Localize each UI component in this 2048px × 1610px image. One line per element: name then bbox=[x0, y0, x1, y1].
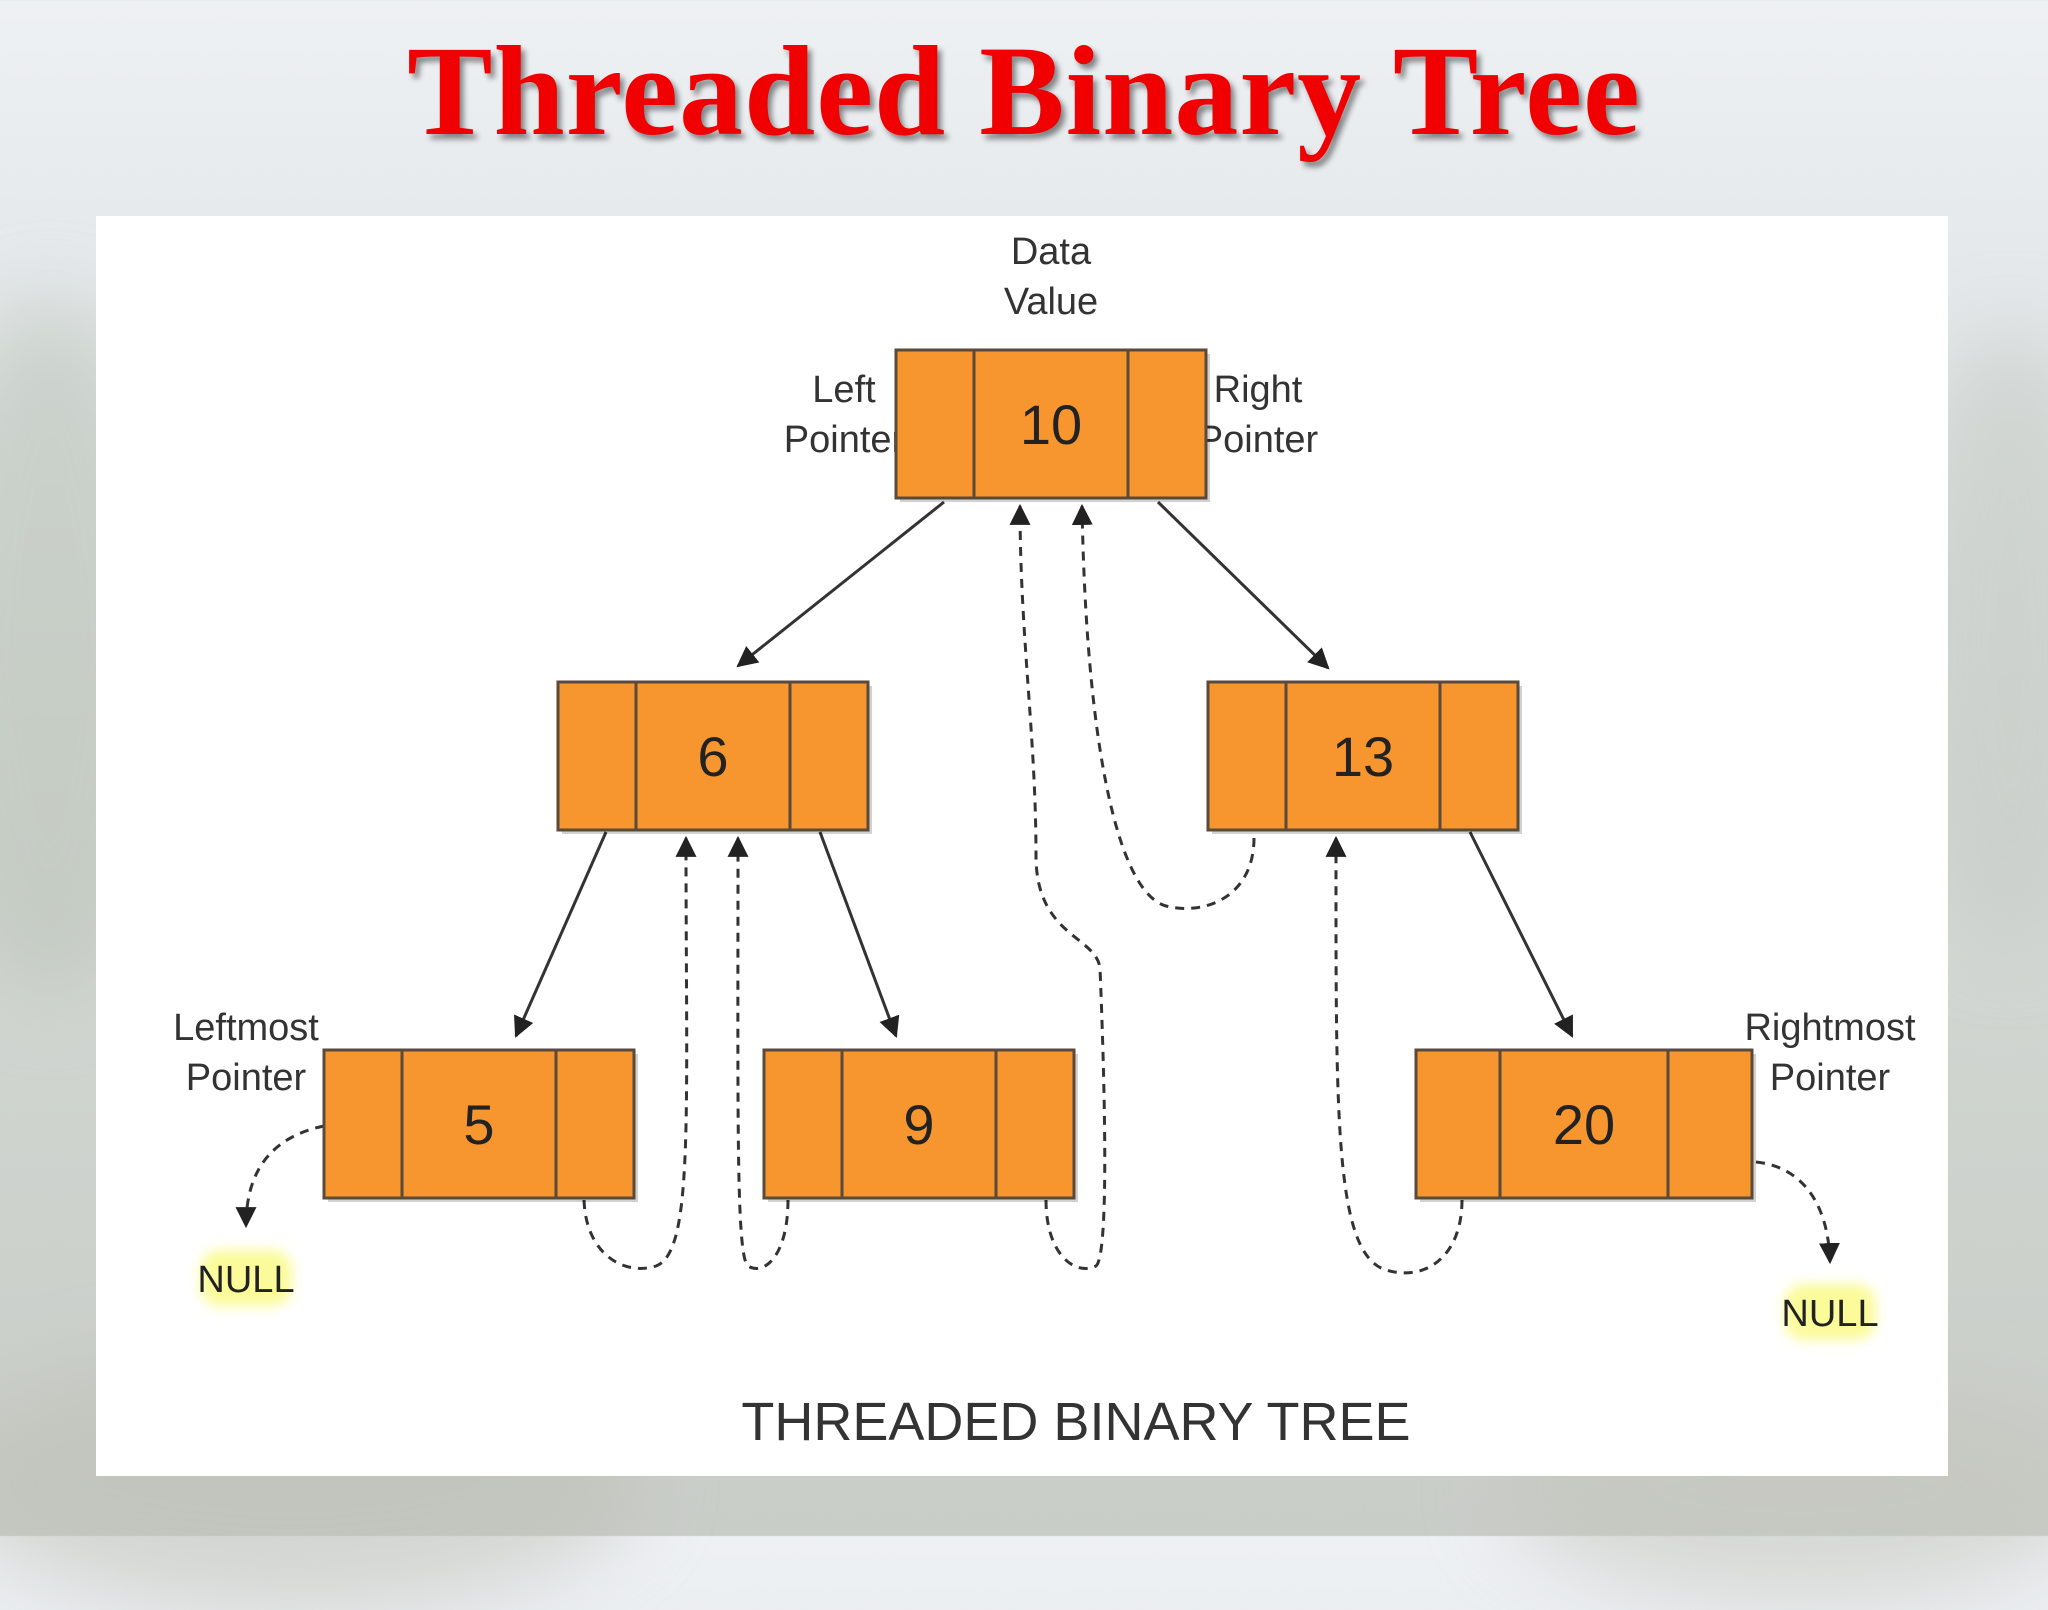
link-6-to-5 bbox=[514, 831, 608, 1038]
left-pointer-annotation: Left Pointer bbox=[784, 369, 905, 461]
threaded-tree-diagram: Data Value Left Pointer Right Pointer Le… bbox=[173, 231, 1916, 1452]
right-pointer-label-line1: Right bbox=[1214, 369, 1303, 411]
leftmost-pointer-annotation: Leftmost Pointer bbox=[173, 1007, 319, 1099]
node-value: 13 bbox=[1332, 725, 1394, 788]
data-value-label-line1: Data bbox=[1011, 231, 1092, 273]
left-pointer-cell bbox=[1206, 680, 1288, 832]
diagram-panel: Data Value Left Pointer Right Pointer Le… bbox=[96, 216, 1948, 1476]
thread-9-left-to-6 bbox=[727, 835, 790, 1270]
thread-links bbox=[235, 503, 1840, 1275]
right-pointer-cell bbox=[1666, 1048, 1754, 1200]
thread-20-to-13 bbox=[1325, 835, 1464, 1275]
right-pointer-label-line2: Pointer bbox=[1198, 419, 1319, 461]
data-value-annotation: Data Value bbox=[1004, 231, 1098, 323]
thread-5-to-6 bbox=[582, 835, 697, 1270]
data-cell bbox=[1498, 1048, 1670, 1200]
node-value: 5 bbox=[463, 1093, 494, 1156]
null-label-right-group: NULL bbox=[1781, 1284, 1879, 1340]
child-links bbox=[514, 500, 1574, 1038]
node-value: 20 bbox=[1553, 1093, 1615, 1156]
tree-node-5: 5 bbox=[322, 1048, 638, 1202]
right-pointer-cell bbox=[994, 1048, 1076, 1200]
link-10-to-6 bbox=[736, 500, 945, 668]
null-highlight bbox=[1784, 1284, 1876, 1340]
tree-node-10: 10 bbox=[894, 348, 1210, 502]
left-pointer-cell bbox=[322, 1048, 404, 1200]
rightmost-pointer-label-line1: Rightmost bbox=[1744, 1007, 1915, 1049]
link-10-to-13 bbox=[1156, 500, 1330, 670]
tree-node-20: 20 bbox=[1414, 1048, 1756, 1202]
node-value: 10 bbox=[1020, 393, 1082, 456]
tree-nodes: 10 6 13 5 9 20 bbox=[322, 348, 1756, 1202]
left-pointer-cell bbox=[556, 680, 638, 832]
right-pointer-cell bbox=[788, 680, 870, 832]
tree-node-6: 6 bbox=[556, 680, 872, 834]
left-pointer-label-line1: Left bbox=[812, 369, 876, 411]
null-label-left: NULL bbox=[197, 1259, 294, 1301]
tree-node-9: 9 bbox=[762, 1048, 1078, 1202]
link-6-to-9 bbox=[818, 831, 900, 1038]
thread-5-to-null bbox=[235, 1124, 325, 1229]
right-pointer-cell bbox=[554, 1048, 636, 1200]
right-pointer-annotation: Right Pointer bbox=[1198, 369, 1319, 461]
left-pointer-cell bbox=[1414, 1048, 1502, 1200]
thread-13-to-10 bbox=[1071, 503, 1256, 910]
data-value-label-line2: Value bbox=[1004, 281, 1098, 323]
rightmost-pointer-label-line2: Pointer bbox=[1770, 1057, 1891, 1099]
link-13-to-20 bbox=[1468, 831, 1574, 1038]
left-pointer-cell bbox=[894, 348, 976, 500]
slide-title: Threaded Binary Tree bbox=[407, 20, 1641, 162]
node-value: 6 bbox=[697, 725, 728, 788]
leftmost-pointer-label-line1: Leftmost bbox=[173, 1007, 319, 1049]
null-label-left-group: NULL bbox=[197, 1250, 295, 1306]
right-pointer-cell bbox=[1126, 348, 1208, 500]
null-highlight bbox=[200, 1250, 292, 1306]
diagram-caption: THREADED BINARY TREE bbox=[741, 1392, 1410, 1452]
node-value: 9 bbox=[903, 1093, 934, 1156]
thread-9-right-to-10 bbox=[1009, 503, 1107, 1270]
null-label-right: NULL bbox=[1781, 1293, 1878, 1335]
leftmost-pointer-label-line2: Pointer bbox=[186, 1057, 307, 1099]
tree-node-13: 13 bbox=[1206, 680, 1522, 834]
data-cell bbox=[634, 680, 792, 832]
left-pointer-cell bbox=[762, 1048, 844, 1200]
data-cell bbox=[840, 1048, 998, 1200]
rightmost-pointer-annotation: Rightmost Pointer bbox=[1744, 1007, 1915, 1099]
thread-20-to-null bbox=[1755, 1160, 1840, 1265]
left-pointer-label-line2: Pointer bbox=[784, 419, 905, 461]
right-pointer-cell bbox=[1438, 680, 1520, 832]
